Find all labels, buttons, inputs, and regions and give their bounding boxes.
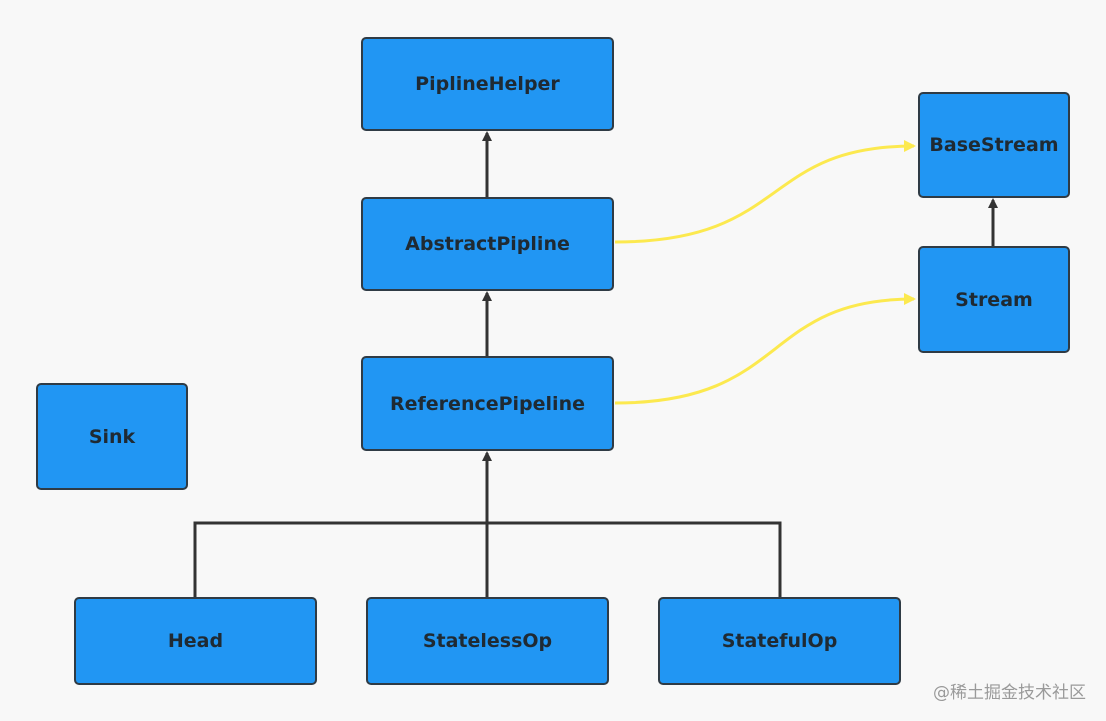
node-stateful-op: StatefulOp bbox=[658, 597, 901, 685]
node-sink: Sink bbox=[36, 383, 188, 490]
node-label: StatelessOp bbox=[422, 630, 553, 652]
node-label: StatefulOp bbox=[721, 630, 838, 652]
node-stateless-op: StatelessOp bbox=[366, 597, 609, 685]
node-base-stream: BaseStream bbox=[918, 92, 1070, 198]
edge-reference-to-stream bbox=[614, 293, 916, 405]
node-label: BaseStream bbox=[929, 134, 1059, 156]
node-reference-pipeline: ReferencePipeline bbox=[361, 356, 614, 451]
node-stream: Stream bbox=[918, 246, 1070, 353]
node-pipline-helper: PiplineHelper bbox=[361, 37, 614, 131]
node-head: Head bbox=[74, 597, 317, 685]
watermark: @稀土掘金技术社区 bbox=[933, 683, 1086, 703]
node-label: AbstractPipline bbox=[405, 233, 570, 255]
edge-abstract-to-basestream bbox=[614, 140, 916, 244]
node-label: Head bbox=[167, 630, 224, 652]
node-label: ReferencePipeline bbox=[390, 392, 585, 415]
node-label: PiplineHelper bbox=[415, 73, 560, 95]
node-label: Stream bbox=[955, 288, 1033, 311]
node-label: Sink bbox=[88, 425, 136, 448]
node-abstract-pipline: AbstractPipline bbox=[361, 197, 614, 291]
